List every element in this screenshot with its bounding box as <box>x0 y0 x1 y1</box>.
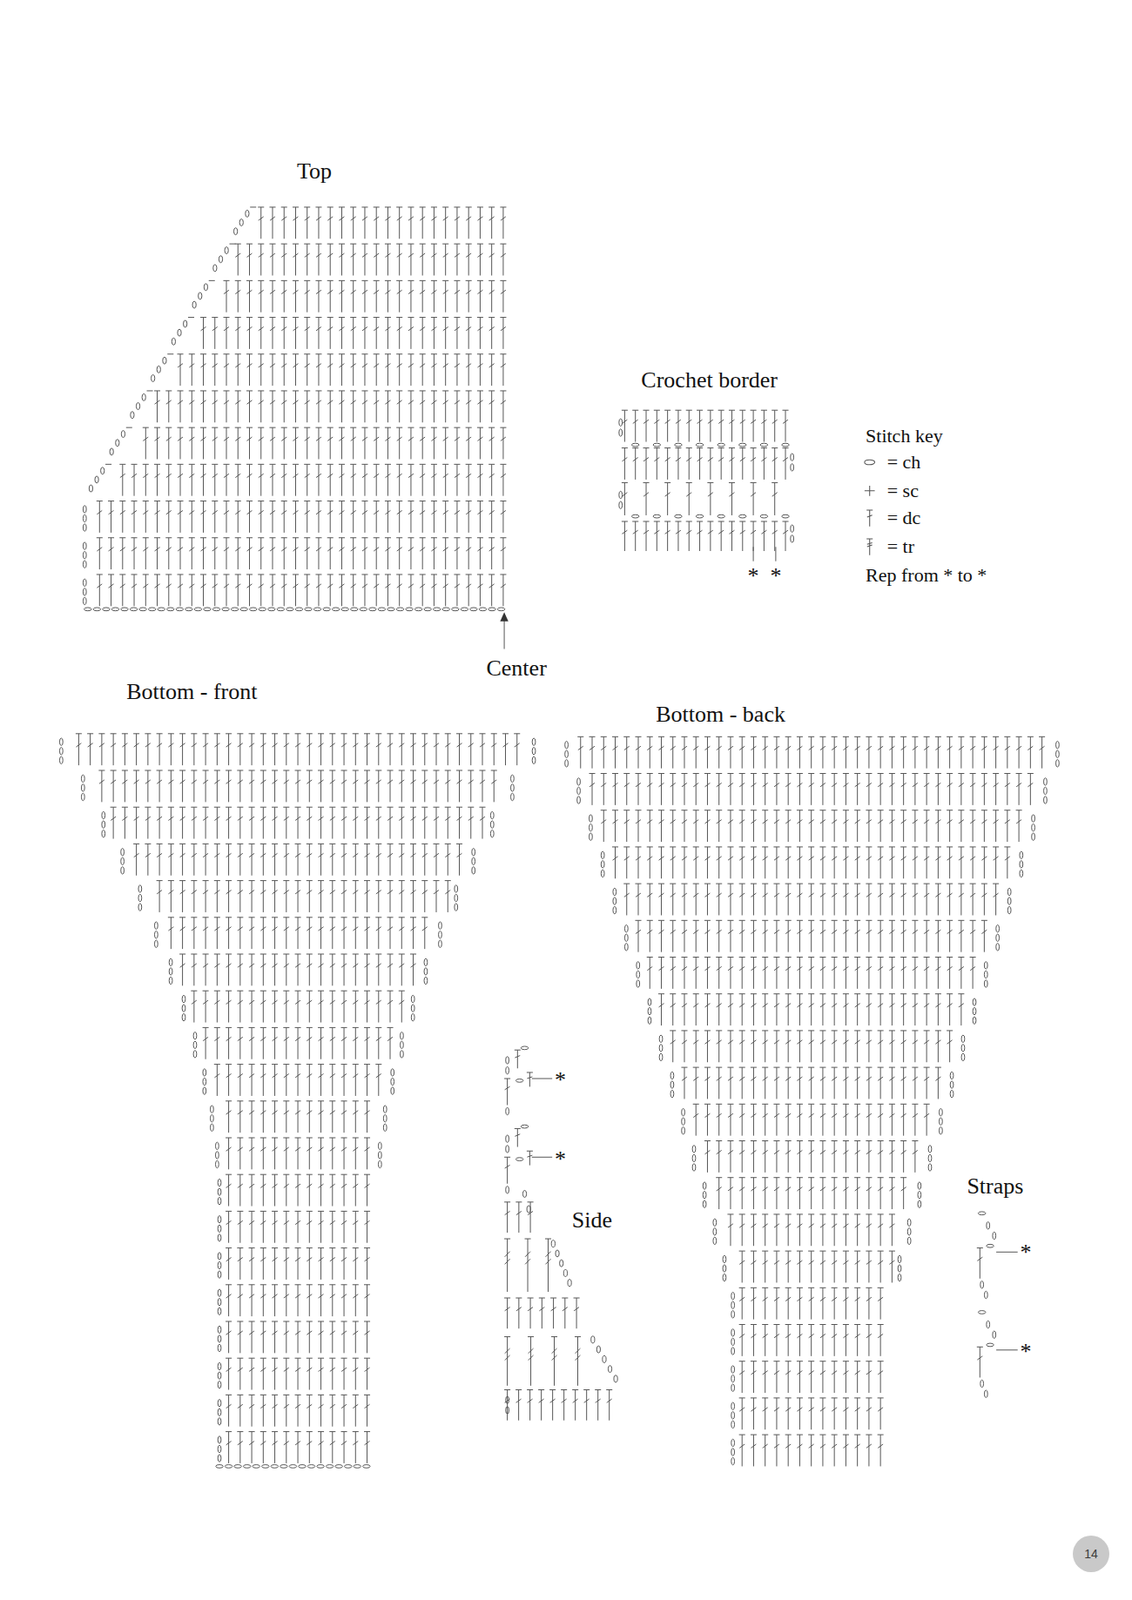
stitch-symbol <box>864 459 876 465</box>
page-number: 14 <box>1084 1547 1099 1562</box>
chart-label: Top <box>296 159 332 185</box>
stitch-symbol <box>866 510 873 527</box>
chart-label: Side <box>572 1208 613 1234</box>
legend-text: = sc <box>887 480 919 502</box>
repeat-mark: * <box>1020 1240 1032 1267</box>
chart-label: Crochet border <box>640 368 778 394</box>
chart-label: Bottom - back <box>655 701 786 728</box>
legend-text: = tr <box>887 536 915 558</box>
repeat-mark: * <box>1020 1340 1032 1366</box>
center-arrow <box>504 620 506 650</box>
chart-label: Straps <box>966 1174 1024 1200</box>
crochet-border-chart <box>619 410 795 561</box>
repeat-mark: * <box>769 564 782 590</box>
page-number-disc: 14 <box>1072 1536 1110 1573</box>
top-chart <box>82 207 506 612</box>
side-chart <box>504 1046 618 1422</box>
stitch-symbol <box>866 539 873 556</box>
center-arrowhead <box>499 612 508 622</box>
chart-label: Rep from * to * <box>865 565 987 587</box>
chart-label: Center <box>485 656 546 682</box>
straps-chart <box>977 1212 1018 1399</box>
legend-text: = ch <box>887 451 922 473</box>
chart-label: Stitch key <box>865 424 944 446</box>
chart-label: Bottom - front <box>126 679 257 705</box>
bottom-front-chart <box>59 734 535 1469</box>
stitch-symbol <box>864 485 876 497</box>
bottom-back-chart <box>565 736 1060 1467</box>
repeat-mark: * <box>747 564 760 590</box>
legend-text: = dc <box>887 507 922 529</box>
repeat-mark: * <box>554 1068 566 1094</box>
repeat-mark: * <box>554 1146 566 1173</box>
